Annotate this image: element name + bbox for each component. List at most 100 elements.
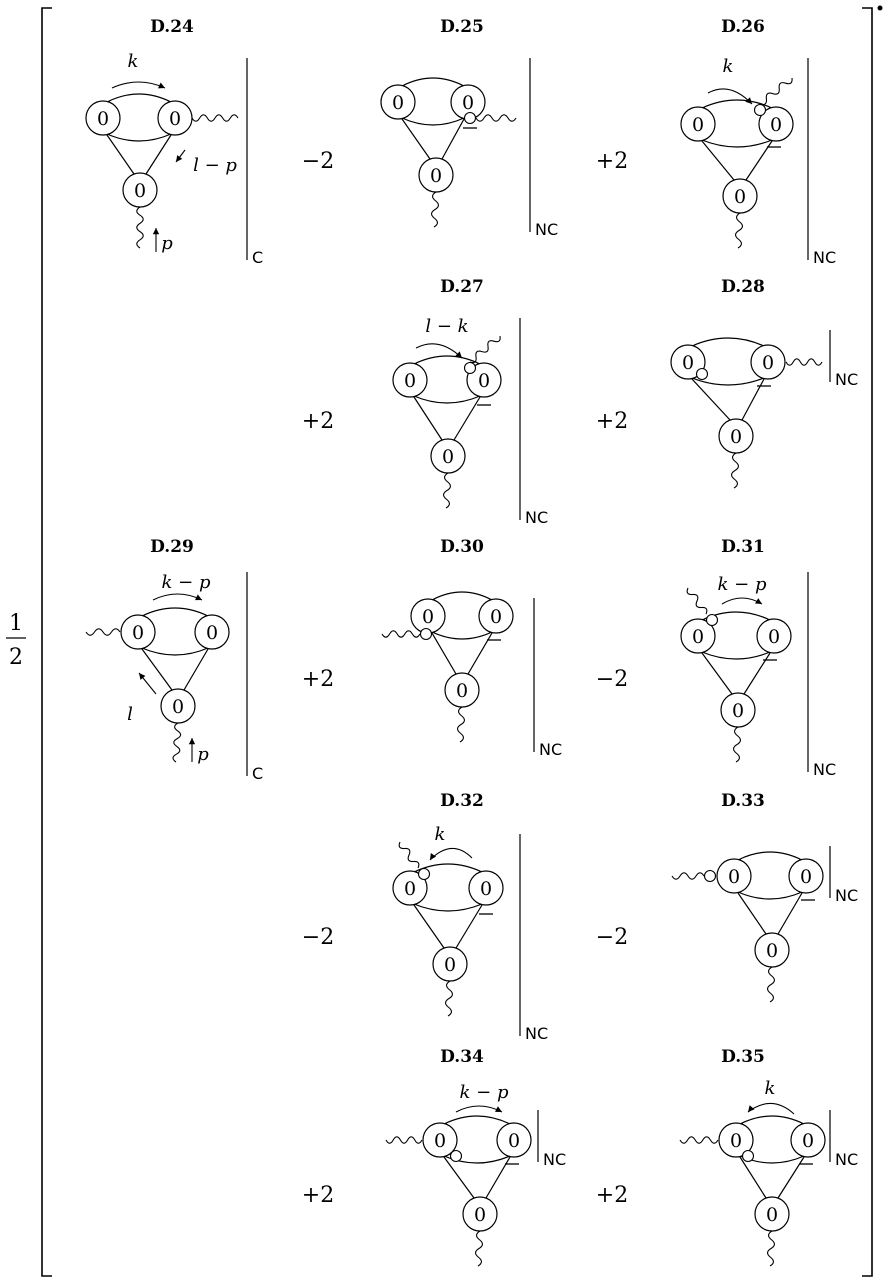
- vertex-circle: [720, 692, 756, 728]
- propagator-arc-bottom: [691, 377, 765, 386]
- coefficient: +2: [596, 1183, 628, 1208]
- diagram-label: D.34: [440, 1047, 484, 1067]
- propagator-arc-top: [737, 851, 803, 861]
- vertex-node: 0: [788, 858, 824, 894]
- vertex-node: 0: [462, 1196, 498, 1232]
- momentum-arrow: [707, 88, 753, 105]
- vertex-circle: [392, 362, 428, 398]
- arrow-head: [195, 594, 202, 601]
- external-leg-top: [398, 841, 420, 869]
- arrow-head: [188, 738, 196, 745]
- vertex-node: 0: [122, 172, 158, 208]
- propagator-right: [741, 378, 765, 421]
- vertex-value: 0: [802, 1130, 814, 1152]
- propagator-arc-bottom: [413, 903, 483, 912]
- vertex-value: 0: [770, 114, 782, 136]
- momentum-arrow: [429, 847, 473, 861]
- propagator-right: [467, 632, 493, 675]
- propagator-left: [106, 134, 135, 175]
- insertion-vertex: [463, 111, 477, 125]
- propagator-right: [743, 652, 771, 695]
- arrow-head: [158, 82, 165, 89]
- diagram-label: D.29: [150, 537, 194, 557]
- vertex-circle: [418, 157, 454, 193]
- arrow-head: [495, 1106, 502, 1112]
- vertex-value: 0: [682, 352, 694, 374]
- vertex-value: 0: [434, 1130, 446, 1152]
- propagator-left: [401, 118, 431, 160]
- insertion-vertex: [463, 361, 477, 375]
- vertex-value: 0: [766, 940, 778, 962]
- vertex-node: 0: [680, 106, 716, 142]
- coefficient: +2: [302, 1183, 334, 1208]
- vertex-value: 0: [508, 1130, 520, 1152]
- vertex-node: 0: [468, 870, 504, 906]
- diagram-label: D.27: [440, 277, 484, 297]
- vertex-node: 0: [380, 84, 416, 120]
- arrow-head: [176, 155, 183, 162]
- external-leg-bottom: [172, 722, 182, 763]
- propagator-arc-top: [739, 1115, 805, 1125]
- external-leg-left: [679, 1136, 719, 1144]
- coefficient: +2: [596, 149, 628, 174]
- propagator-right: [455, 904, 483, 949]
- propagator-left: [701, 652, 733, 695]
- evaluation-subscript: NC: [835, 1150, 858, 1169]
- evaluation-subscript: C: [252, 764, 263, 783]
- insertion-vertex: [417, 867, 431, 881]
- evaluation-subscript: NC: [813, 760, 836, 779]
- momentum-label: k − p: [460, 1082, 509, 1103]
- vertex-value: 0: [768, 626, 780, 648]
- external-leg-top: [759, 77, 793, 106]
- vertex-node: 0: [120, 614, 156, 650]
- vertex-node: 0: [410, 598, 446, 634]
- vertex-value: 0: [404, 878, 416, 900]
- vertex-node: 0: [430, 438, 466, 474]
- insertion-vertex: [741, 1149, 755, 1163]
- propagator-arc-bottom: [141, 647, 209, 656]
- vertex-node: 0: [418, 157, 454, 193]
- vertex-circle: [466, 362, 502, 398]
- vertex-node: 0: [432, 946, 468, 982]
- external-leg-bottom: [445, 980, 453, 1017]
- propagator-right: [183, 648, 209, 691]
- propagator-left: [739, 1156, 767, 1199]
- vertex-value: 0: [392, 92, 404, 114]
- vertex-node: 0: [716, 858, 752, 894]
- insertion-vertex: [703, 869, 717, 883]
- left-bracket: [41, 7, 52, 1277]
- vertex-node: 0: [790, 1122, 826, 1158]
- coefficient: −2: [596, 925, 628, 950]
- vertex-circle: [750, 344, 786, 380]
- diagram-label: D.31: [721, 537, 765, 557]
- diagram-label: D.33: [721, 791, 765, 811]
- vertex-value: 0: [206, 622, 218, 644]
- vertex-circle: [194, 614, 230, 650]
- external-leg-bottom: [735, 212, 743, 249]
- vertex-value: 0: [478, 370, 490, 392]
- evaluation-subscript: NC: [525, 1024, 548, 1043]
- arrow-head: [430, 853, 437, 860]
- external-leg-left: [85, 628, 121, 636]
- vertex-circle: [790, 1122, 826, 1158]
- vertex-value: 0: [422, 606, 434, 628]
- vertex-value: 0: [800, 866, 812, 888]
- propagator-left: [737, 892, 767, 935]
- propagator-arc-bottom: [701, 139, 773, 148]
- momentum-label: k: [765, 1078, 776, 1099]
- vertex-circle: [85, 100, 121, 136]
- coefficient: −2: [596, 667, 628, 692]
- external-leg-bottom: [443, 472, 451, 509]
- vertex-value: 0: [134, 180, 146, 202]
- vertex-circle: [754, 932, 790, 968]
- vertex-circle: [422, 1122, 458, 1158]
- propagator-arc-top: [701, 99, 773, 109]
- evaluation-subscript: C: [252, 248, 263, 267]
- coefficient: +2: [302, 409, 334, 434]
